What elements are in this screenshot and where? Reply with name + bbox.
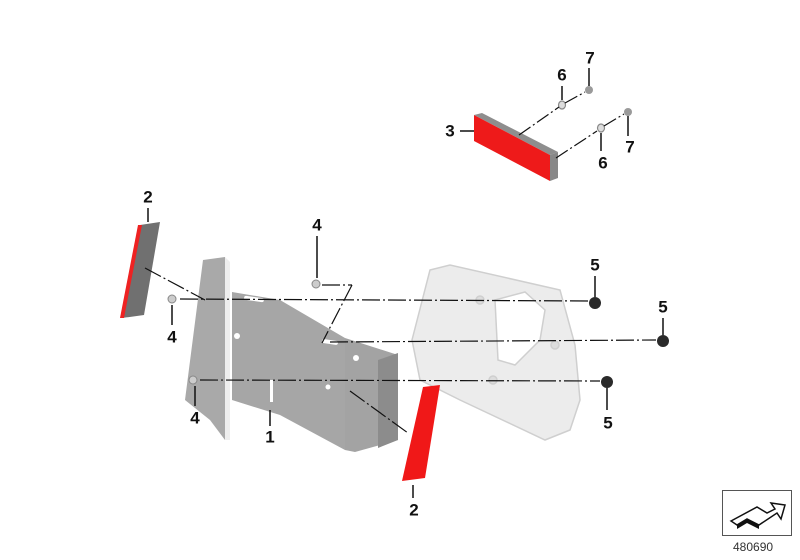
mounting-bracket[interactable] (411, 264, 581, 441)
callout-4-bottom[interactable]: 4 (190, 408, 200, 428)
washer-6b[interactable] (596, 123, 606, 133)
nut-7b[interactable] (624, 108, 632, 116)
callout-4-top[interactable]: 4 (312, 215, 322, 235)
callout-3[interactable]: 3 (445, 121, 455, 141)
screw-4c[interactable] (188, 375, 198, 385)
diagram-number: 480690 (733, 540, 774, 554)
callout-2-left[interactable]: 2 (143, 187, 153, 207)
reflector-rectangular-part-3[interactable] (474, 113, 558, 181)
reflector-left-part-2[interactable] (120, 222, 160, 318)
callout-5-top[interactable]: 5 (590, 255, 600, 275)
nut-5c[interactable] (601, 376, 613, 388)
screw-4b[interactable] (167, 294, 177, 304)
callout-5-right[interactable]: 5 (658, 297, 668, 317)
arrow-navigation-icon (729, 502, 786, 529)
nut-5a[interactable] (589, 297, 601, 309)
callout-6-top[interactable]: 6 (557, 65, 567, 85)
callout-7-bottom[interactable]: 7 (625, 137, 635, 157)
navigation-arrow-button[interactable] (722, 490, 792, 536)
washer-6a[interactable] (557, 100, 567, 110)
nut-5b[interactable] (657, 335, 669, 347)
callout-2-bottom[interactable]: 2 (409, 500, 419, 520)
callout-4-left[interactable]: 4 (167, 327, 177, 347)
callout-6-bottom[interactable]: 6 (598, 153, 608, 173)
screw-4a[interactable] (311, 279, 321, 289)
callout-1[interactable]: 1 (265, 427, 275, 447)
nut-7a[interactable] (585, 86, 593, 94)
reflector-bottom-part-2[interactable] (402, 385, 440, 481)
license-plate-holder-part-1[interactable] (185, 257, 398, 452)
callout-7-top[interactable]: 7 (585, 48, 595, 68)
callout-5-bottom[interactable]: 5 (603, 413, 613, 433)
